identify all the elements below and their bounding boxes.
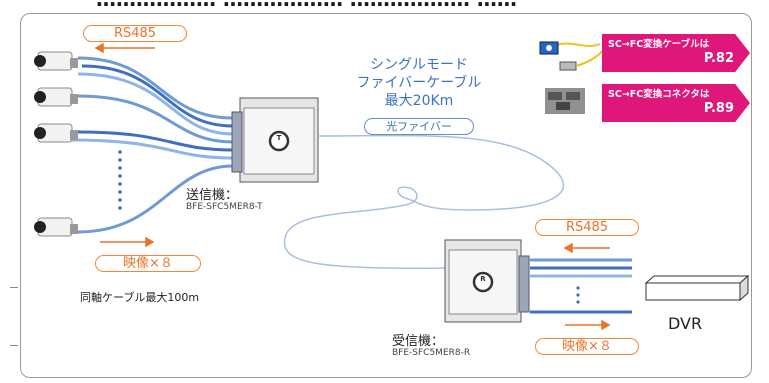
coax-length-note: 同軸ケーブル最大100m [80,291,200,304]
fiber-cable [283,134,565,270]
camera-1 [34,51,78,71]
conversion-connector-badge-page: P.89 [703,101,734,116]
arrow-rs485-right [563,242,610,254]
page-heading: ……………… ……………… ……………… …… [0,0,769,8]
fiber-label-line3: 最大20Km [384,93,454,109]
transmitter-mark: T [276,134,282,142]
rs485-right-pill: RS485 [535,219,639,236]
fiber-label-line2: ファイバーケーブル [356,75,482,91]
more-cameras-dots [118,150,122,210]
fiber-label-line1: シングルモード [370,57,468,73]
edge-mark-1 [10,287,18,288]
receiver-device [444,239,530,323]
transmitter-device [231,97,319,183]
video-right-pill: 映像×８ [535,338,639,355]
camera-3 [34,123,78,143]
camera-cables [69,56,234,234]
edge-mark-2 [10,345,18,346]
receiver-cables [530,258,632,314]
conversion-cable-image [539,41,606,71]
conversion-connector-image [545,88,585,114]
arrow-video-right [565,319,611,331]
video-left-pill: 映像×８ [95,255,201,272]
camera-2 [34,87,78,107]
arrow-video-left [100,236,155,248]
receiver-model: BFE-SFC5MER8-R [392,348,471,358]
receiver-dots [576,286,580,304]
rs485-left-pill: RS485 [83,25,187,42]
conversion-cable-badge[interactable]: SC→FC変換ケーブルは P.82 [602,34,750,72]
receiver-title: 受信機： [392,334,445,349]
transmitter-title: 送信機： [186,188,239,203]
receiver-mark: R [480,275,486,283]
conversion-connector-badge-text: SC→FC変換コネクタは [608,89,710,100]
dvr-label: DVR [668,314,703,333]
conversion-cable-badge-page: P.82 [703,51,734,66]
conversion-connector-badge[interactable]: SC→FC変換コネクタは P.89 [602,84,750,122]
camera-8 [34,217,78,237]
transmitter-model: BFE-SFC5MER8-T [186,202,263,212]
conversion-cable-badge-text: SC→FC変換ケーブルは [608,39,710,50]
arrow-rs485-left [94,42,155,54]
optical-fiber-pill: 光ファイバー [364,118,474,135]
diagram-frame [20,13,752,378]
dvr-device [644,274,750,302]
